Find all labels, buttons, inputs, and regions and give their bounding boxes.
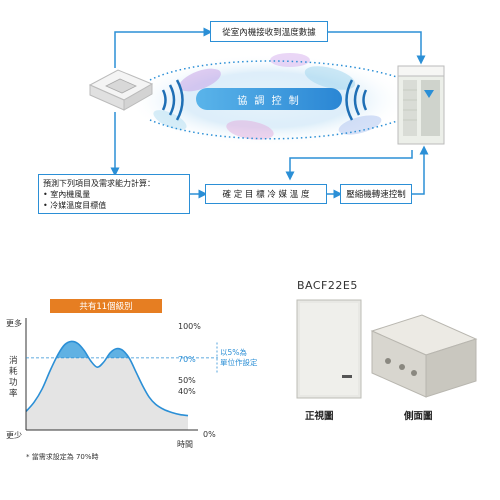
front-view-image (296, 299, 362, 399)
model-name: BACF22E5 (297, 279, 358, 292)
x-axis-label: 時間 (177, 440, 193, 449)
target-refrigerant-text: 確 定 目 標 冷 媒 溫 度 (222, 190, 310, 200)
chart-title-text: 共有11個級別 (79, 302, 133, 312)
indoor-unit-icon (88, 69, 154, 111)
line-top-left (114, 27, 213, 68)
step-annotation: 以5%為 單位作設定 (220, 348, 258, 367)
tick-70: 70% (178, 355, 196, 364)
compressor-speed-box: 壓縮機轉速控制 (340, 184, 412, 204)
line-right-up (412, 145, 429, 195)
y-axis-label: 消耗功率 (9, 356, 18, 399)
chart-title: 共有11個級別 (50, 299, 162, 313)
coordinated-control-text: 協 調 控 制 (237, 95, 301, 107)
side-view-label: 側面圖 (404, 411, 433, 422)
line-outdoor-mid (285, 150, 413, 181)
coordinated-control-label: 協 調 控 制 (196, 88, 342, 110)
predict-title: 預測下列項目及需求能力計算： (43, 178, 155, 188)
chart-footnote: * 當需求設定為 70%時 (26, 453, 99, 461)
target-refrigerant-box: 確 定 目 標 冷 媒 溫 度 (205, 184, 327, 204)
front-view-label: 正視圖 (305, 411, 334, 422)
flow-diagram (88, 27, 445, 199)
line-top-right (328, 31, 426, 65)
center-control-bar (196, 88, 342, 110)
orbit-bottom (149, 119, 401, 140)
side-view-image (370, 314, 478, 398)
wave-right-icon (345, 79, 368, 121)
tick-0: 0% (203, 430, 216, 439)
receive-data-box: 從室內機接收到溫度數據 (210, 21, 328, 42)
receive-data-text: 從室內機接收到溫度數據 (222, 27, 316, 38)
tick-50: 50% (178, 376, 196, 385)
predict-box: 預測下列項目及需求能力計算： • 室內機風量 • 冷媒溫度目標值 (38, 174, 190, 214)
predict-item-refrigerant: • 冷媒溫度目標值 (43, 200, 107, 210)
wave-left-icon (161, 79, 184, 121)
color-swirls (153, 53, 382, 140)
area-below-threshold (26, 357, 188, 430)
compressor-speed-text: 壓縮機轉速控制 (346, 190, 406, 200)
tick-100: 100% (178, 322, 201, 331)
area-above-threshold (56, 341, 130, 358)
power-chart (25, 318, 218, 431)
predict-item-airflow: • 室內機風量 (43, 189, 91, 199)
tick-40: 40% (178, 387, 196, 396)
power-curve-line (25, 340, 189, 417)
outdoor-unit-icon (397, 65, 445, 145)
y-bottom-label: 更少 (6, 431, 22, 440)
y-top-label: 更多 (6, 319, 22, 328)
product-images (296, 299, 478, 399)
